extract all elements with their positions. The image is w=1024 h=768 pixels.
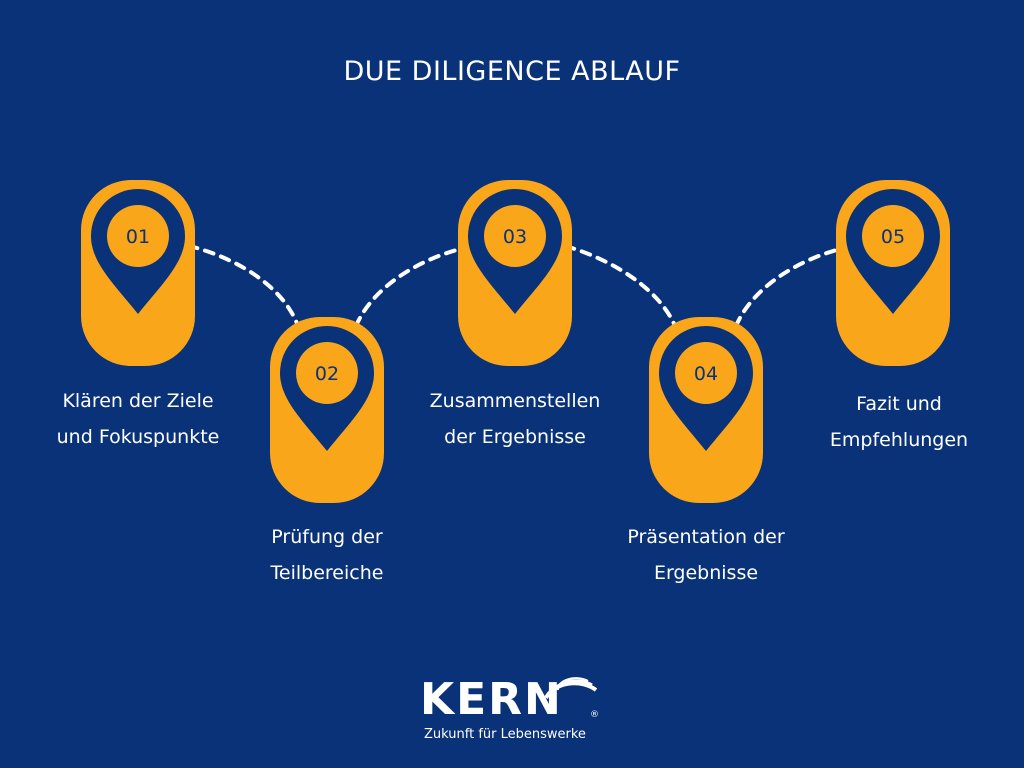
logo-registered-mark: ® (590, 710, 599, 720)
logo-tagline: Zukunft für Lebenswerke (424, 727, 586, 742)
step-05-number: 05 (881, 226, 905, 248)
step-03-number: 03 (503, 226, 527, 248)
step-01-label-line1: Klären der Ziele (62, 390, 214, 412)
step-01-pin: 01 (81, 180, 195, 366)
step-02-label-line2: Teilbereiche (270, 562, 384, 584)
step-05-label-line2: Empfehlungen (829, 429, 969, 451)
step-03-label-line2: der Ergebnisse (444, 426, 586, 448)
step-03-pin: 03 (458, 180, 572, 366)
step-05-pin: 05 (836, 180, 950, 366)
step-02-pin: 02 (270, 317, 384, 503)
step-03-label-line1: Zusammenstellen (429, 390, 601, 412)
step-03-label: Zusammenstellen der Ergebnisse (405, 383, 625, 455)
step-01-number: 01 (126, 226, 150, 248)
step-01-label: Klären der Ziele und Fokuspunkte (28, 383, 248, 455)
step-04-label-line1: Präsentation der (627, 526, 785, 548)
kern-logo: KERN ® Zukunft für Lebenswerke (420, 672, 610, 752)
logo-arcs-icon (544, 677, 598, 699)
step-04-label-line2: Ergebnisse (653, 562, 759, 584)
step-01-label-line2: und Fokuspunkte (56, 426, 220, 448)
step-02-number: 02 (315, 363, 339, 385)
step-04-number: 04 (694, 363, 718, 385)
step-04-pin: 04 (649, 317, 763, 503)
step-02-label-line1: Prüfung der (271, 526, 383, 548)
step-04-label: Präsentation der Ergebnisse (596, 519, 816, 591)
page-title: DUE DILIGENCE ABLAUF (343, 56, 681, 87)
logo-wordmark: KERN (420, 674, 563, 725)
step-05-label: Fazit und Empfehlungen (789, 386, 1009, 458)
step-02-label: Prüfung der Teilbereiche (217, 519, 437, 591)
step-05-label-line1: Fazit und (856, 393, 942, 415)
